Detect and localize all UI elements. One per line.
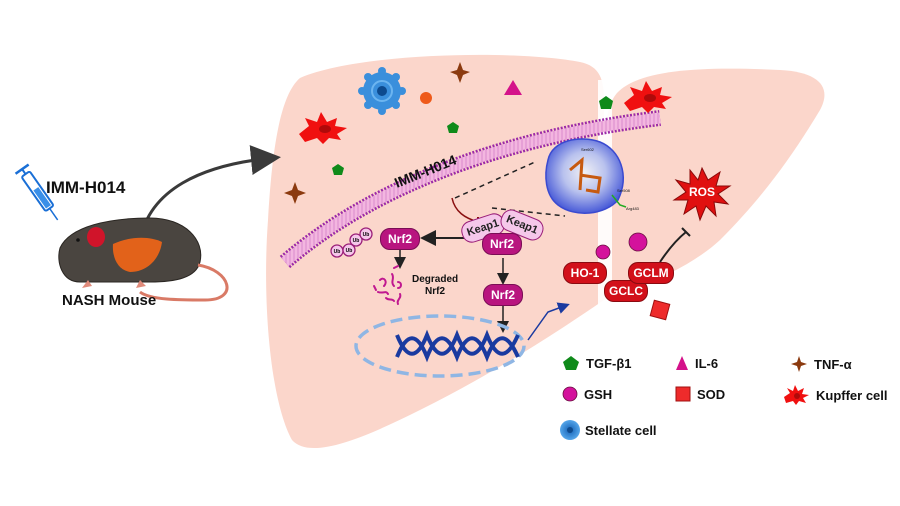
stellate-cell-icon xyxy=(358,67,406,115)
inhibition-ros xyxy=(659,231,687,263)
pentagon-icon xyxy=(563,356,579,370)
gsh-icon xyxy=(628,232,648,252)
docking-link-line xyxy=(491,207,566,217)
ho1-protein: HO-1 xyxy=(563,262,607,284)
legend-item-stellate: Stellate cell xyxy=(558,418,657,442)
circle-icon xyxy=(562,386,578,402)
ub-label: Ub xyxy=(334,249,341,255)
orange-particle-icon xyxy=(420,92,432,104)
square-icon xyxy=(675,386,691,402)
legend-label: IL-6 xyxy=(695,355,719,371)
ub-label: Ub xyxy=(353,238,360,244)
degraded-line1: Degraded xyxy=(412,274,459,285)
nucleus xyxy=(354,314,526,378)
kupffer-cell-icon xyxy=(624,81,672,113)
nrf2-free: Nrf2 xyxy=(483,284,523,306)
gclc-protein: GCLC xyxy=(604,280,648,302)
il6-icon xyxy=(504,80,522,95)
tnf-alpha-icon xyxy=(450,62,470,83)
ub-label: Ub xyxy=(346,248,353,254)
legend-label: TNF-α xyxy=(814,356,852,372)
drug-label-left: IMM-H014 xyxy=(46,178,126,197)
ros-burst-icon xyxy=(672,166,732,222)
mouse-icon xyxy=(58,217,229,302)
mouse-liver-icon xyxy=(112,237,162,272)
ros-label: ROS xyxy=(689,185,716,199)
star4-icon xyxy=(791,356,807,372)
ub-label: Ub xyxy=(363,232,370,238)
tnf-alpha-icon xyxy=(284,182,306,204)
residue-label: Arg483 xyxy=(626,206,640,211)
degraded-nrf2-label: Degraded Nrf2 xyxy=(412,274,458,298)
legend-item-kupffer: Kupffer cell xyxy=(782,384,888,406)
gclm-protein: GCLM xyxy=(628,262,674,284)
tgf-beta1-icon xyxy=(332,164,344,175)
syringe-icon xyxy=(14,163,59,221)
sod-icon xyxy=(649,299,671,321)
dna-helix-icon xyxy=(395,329,520,363)
liver-left-lobe xyxy=(266,54,604,449)
ubiquitin-chain: Ub Ub Ub Ub xyxy=(330,227,373,258)
residue-label: Ser602 xyxy=(581,147,595,152)
gsh-icon xyxy=(595,244,611,260)
tgf-beta1-icon xyxy=(447,122,459,133)
cell-membrane xyxy=(279,110,661,269)
legend-item-sod: SOD xyxy=(675,386,725,402)
model-label: NASH Mouse xyxy=(62,292,157,309)
triangle-icon xyxy=(676,356,688,370)
legend-label: Stellate cell xyxy=(585,422,657,438)
legend-item-il6: IL-6 xyxy=(675,355,718,371)
docking-link-line xyxy=(454,161,536,199)
kupffer-cell-icon xyxy=(299,112,347,144)
legend-label: Kupffer cell xyxy=(816,387,888,403)
residue-label: Ser508 xyxy=(617,188,631,193)
degraded-line2: Nrf2 xyxy=(425,286,446,297)
stellate-cell-icon xyxy=(560,420,580,440)
tgf-beta1-icon xyxy=(599,96,613,109)
legend-label: SOD xyxy=(697,386,726,402)
arrow-dna-to-targets xyxy=(527,302,570,341)
legend-item-tnf-alpha: TNF-α xyxy=(790,355,852,373)
nrf2-ubiquitinated: Nrf2 xyxy=(380,228,420,250)
legend-item-gsh: GSH xyxy=(562,386,612,402)
legend-item-tgf-beta1: TGF-β1 xyxy=(562,355,632,371)
degraded-nrf2-icon xyxy=(373,265,402,305)
nrf2-bound: Nrf2 xyxy=(482,233,522,255)
kupffer-cell-icon xyxy=(784,385,809,405)
legend-label: TGF-β1 xyxy=(586,355,632,371)
docking-structure-image: Ser602 Ser508 Arg483 xyxy=(545,138,640,214)
legend-label: GSH xyxy=(584,386,613,402)
